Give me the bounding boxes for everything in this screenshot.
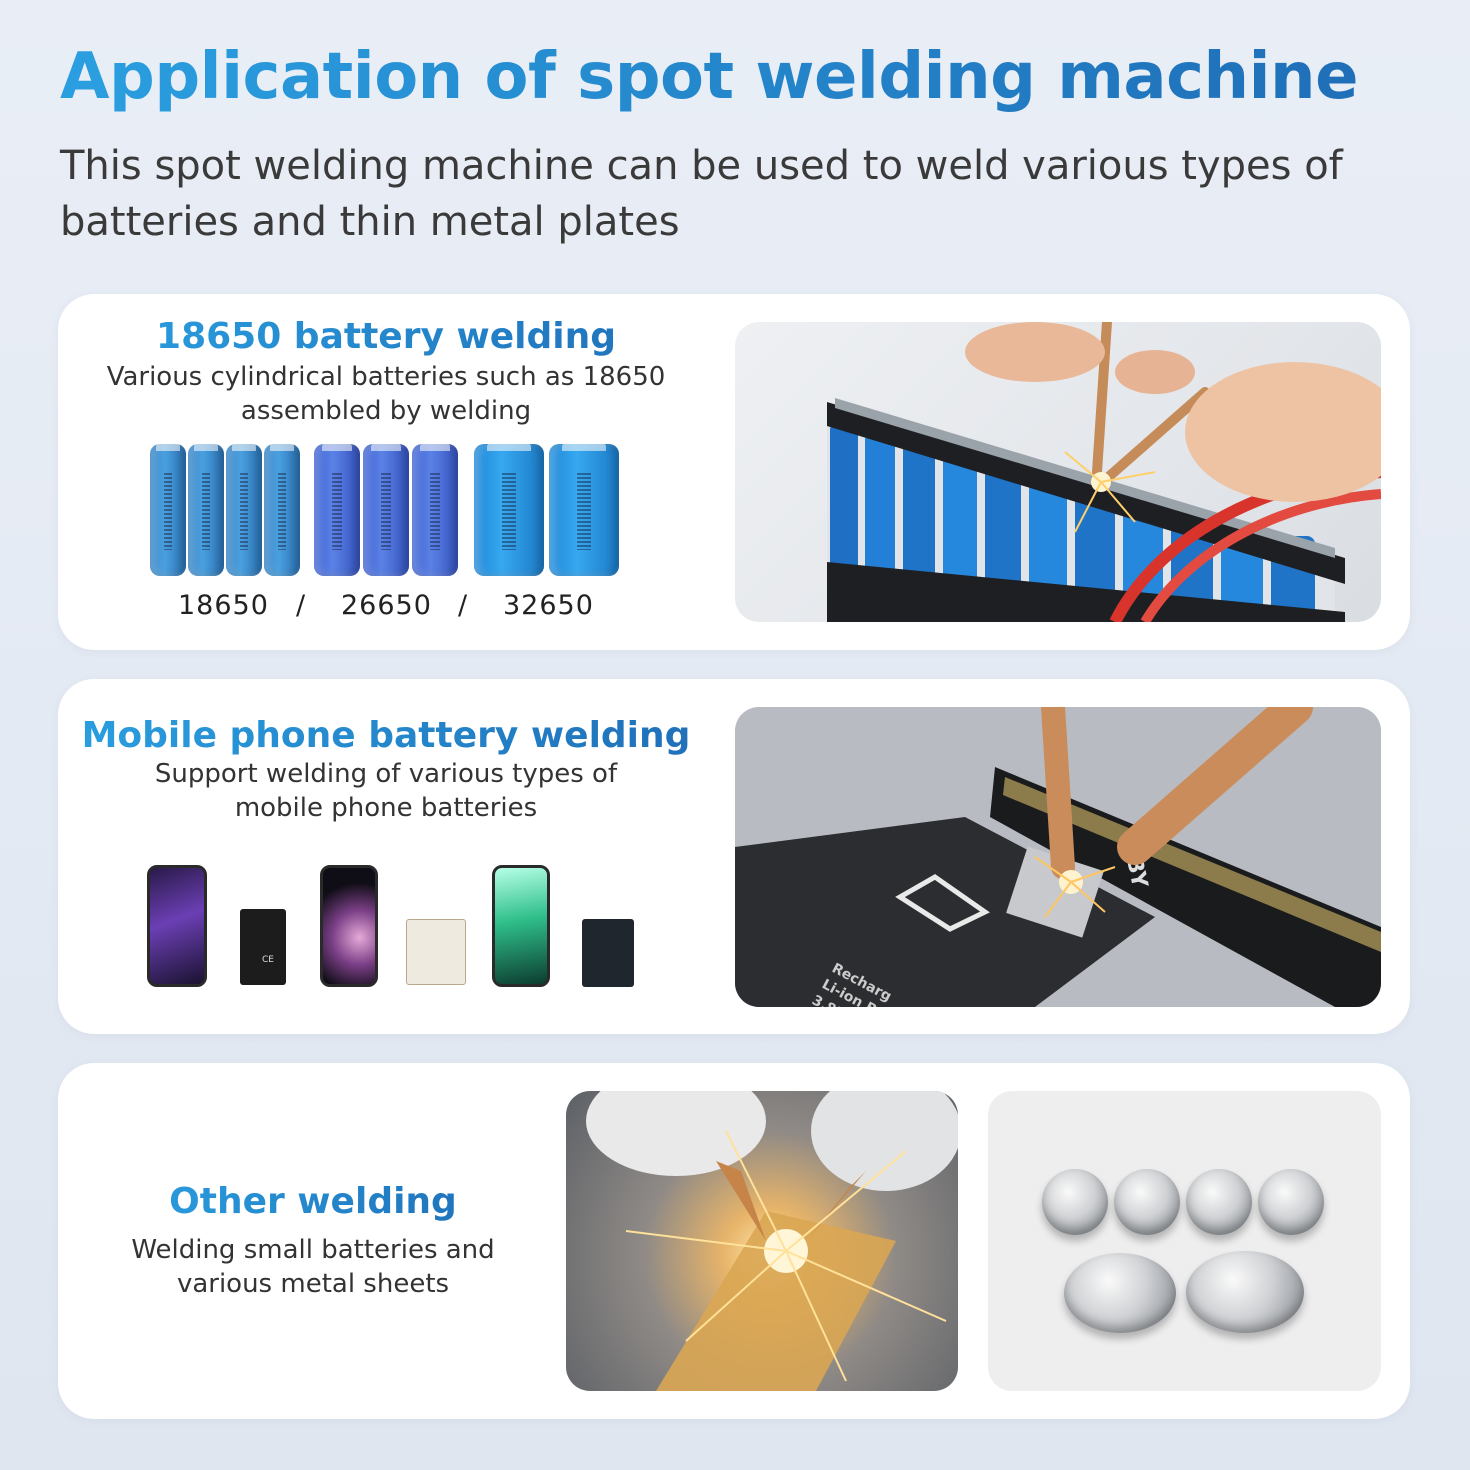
battery-pack-welding-photo (735, 322, 1381, 622)
coin-cell-image (1186, 1169, 1252, 1235)
page-subtitle: This spot welding machine can be used to… (60, 143, 1343, 245)
coin-cell-image (1042, 1169, 1108, 1235)
card-mobile-phone-battery: Mobile phone battery welding Support wel… (58, 679, 1410, 1034)
size-separator: / (458, 590, 469, 621)
size-separator: / (296, 590, 307, 621)
coin-cell-image (1114, 1169, 1180, 1235)
cell-18650-image (188, 443, 224, 576)
size-label-26650: 26650 (341, 590, 432, 621)
card-other-welding: Other welding Welding small batteries an… (58, 1063, 1410, 1419)
cell-18650-image (226, 443, 262, 576)
cell-26650-image (412, 443, 458, 576)
phone-battery-image (406, 919, 466, 985)
phone-battery-image (582, 919, 634, 987)
size-label-18650: 18650 (178, 590, 269, 621)
cell-18650-image (264, 443, 300, 576)
phone-battery-image: CE (240, 909, 286, 985)
page-title: Application of spot welding machine (60, 40, 1359, 114)
card-18650-battery: 18650 battery welding Various cylindrica… (58, 294, 1410, 650)
cell-26650-image (363, 443, 409, 576)
card-heading: Mobile phone battery welding (58, 715, 714, 756)
coin-cell-image (1258, 1169, 1324, 1235)
coin-cell-image (1064, 1253, 1176, 1333)
phone-image (320, 865, 378, 987)
card-description: Various cylindrical batteries such as 18… (106, 362, 666, 426)
card-description: Welding small batteries and various meta… (131, 1235, 495, 1299)
cell-26650-image (314, 443, 360, 576)
cell-32650-image (549, 443, 619, 576)
cell-32650-image (474, 443, 544, 576)
coin-cells-photo (988, 1091, 1381, 1391)
phone-battery-welding-photo: BY Recharg Li-ion Ba 3.82V (735, 707, 1381, 1007)
phone-image (492, 865, 550, 987)
cell-18650-image (150, 443, 186, 576)
ce-mark: CE (262, 955, 274, 965)
phone-image (147, 865, 207, 987)
card-heading: 18650 battery welding (58, 316, 714, 357)
metal-sheet-welding-photo (566, 1091, 958, 1391)
size-label-32650: 32650 (503, 590, 594, 621)
coin-cell-image (1186, 1251, 1304, 1333)
card-description: Support welding of various types of mobi… (154, 759, 618, 823)
card-heading: Other welding (118, 1181, 508, 1222)
